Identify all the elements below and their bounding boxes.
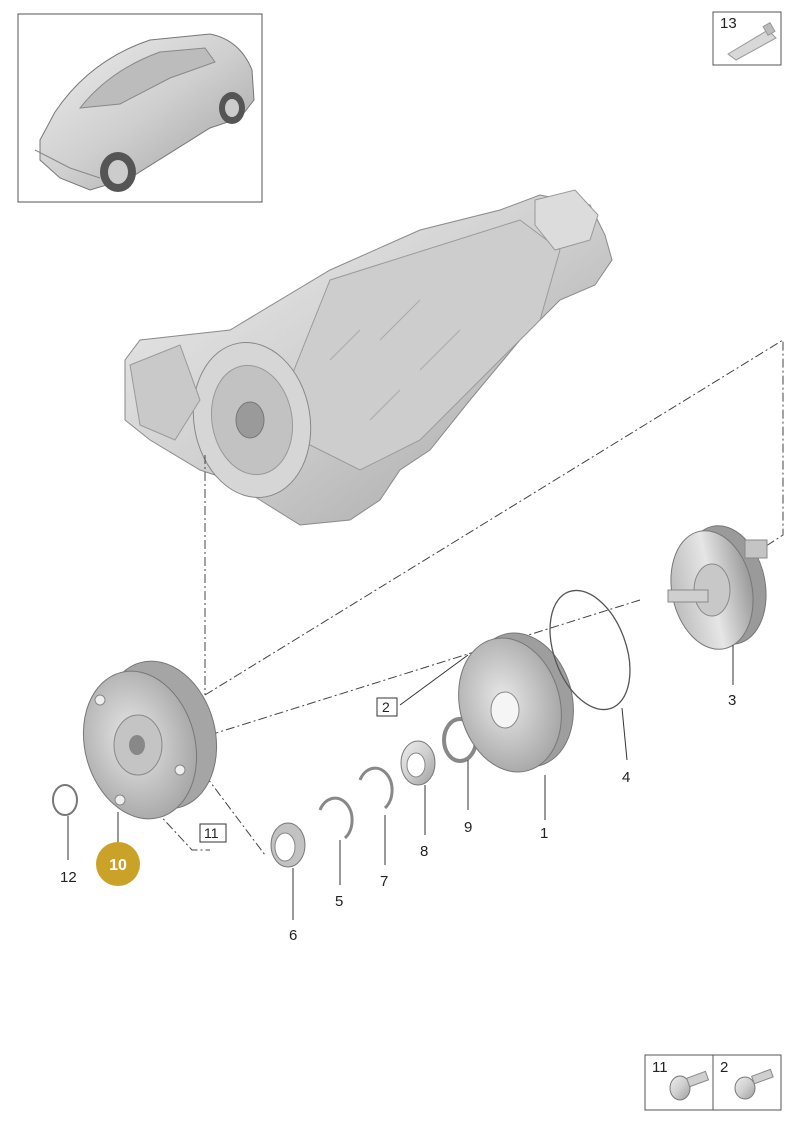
leader-lines [67,645,734,920]
legend-box-bolts: 11 2 [644,1054,782,1111]
torque-converter [82,660,218,820]
seal-ring-12 [52,784,78,816]
car-illustration [34,33,255,192]
legend-11-number: 11 [652,1059,668,1076]
bolt-icon [734,1068,774,1100]
shaft-seal-6 [270,822,306,868]
clutch-drum [667,525,768,650]
o-ring-4 [549,589,631,711]
snap-ring-5 [318,796,354,840]
transmission-housing [124,189,613,526]
callout-12: 12 [60,869,77,886]
highlight-marker [96,842,140,886]
callout-9: 9 [464,819,472,836]
vehicle-thumbnail [17,13,263,203]
callout-11: 11 [204,825,219,841]
callout-5: 5 [335,893,343,910]
pump-cover [458,632,574,773]
callout-3: 3 [728,692,736,709]
callout-2-box [376,697,398,717]
callout-10: 10 [109,857,127,874]
legend-13-number: 13 [720,15,737,32]
callout-2: 2 [382,699,390,715]
bearing-8 [400,740,436,786]
callout-4: 4 [622,769,630,786]
snap-ring-7 [358,766,394,810]
callout-6: 6 [289,927,297,944]
legend-2-number: 2 [720,1059,728,1076]
flange-bolt-icon [669,1070,710,1101]
callout-7: 7 [380,873,388,890]
callout-1: 1 [540,825,548,842]
callout-8: 8 [420,843,428,860]
sealant-tube-icon [727,21,777,61]
callout-11-box [199,823,227,843]
callouts: 1 2 3 4 5 6 7 8 9 10 11 12 [60,692,736,944]
legend-box-13: 13 [712,11,782,66]
